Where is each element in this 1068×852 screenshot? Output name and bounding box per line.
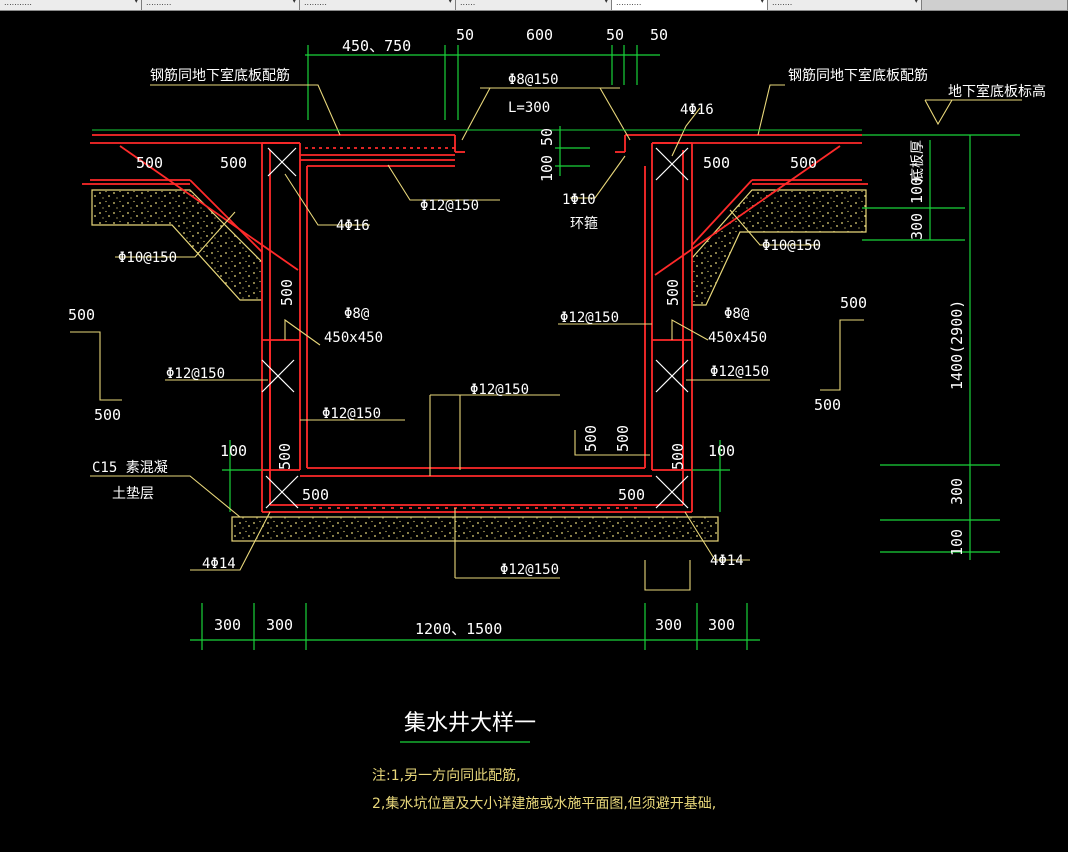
dim-right-300-b: 300 [908, 213, 926, 240]
dim-right-100-c: 100 [708, 442, 735, 460]
dim-450-750: 450、750 [342, 37, 411, 55]
chevron-down-icon[interactable]: ▾ [292, 0, 296, 5]
label-left-4phi16: 4Φ16 [336, 218, 370, 234]
label-phi12-150-a: Φ12@150 [420, 198, 479, 214]
chevron-down-icon[interactable]: ▾ [914, 0, 918, 5]
label-4phi14-right: 4Φ14 [710, 553, 744, 569]
drawing-tab-2[interactable]: .......... ▾ [142, 0, 300, 10]
tab-label: ...... [460, 0, 476, 7]
corner-cross-marks [261, 147, 689, 509]
dim-slot-100: 100 [538, 155, 556, 182]
leader-lines [70, 84, 1022, 591]
label-500-bottom-left: 500 [302, 486, 329, 504]
dim-right-100: 100 [948, 529, 966, 556]
note-line-1: 注:1,另一方向同此配筋, [372, 767, 521, 784]
label-500-right-wall-bottom: 500 [669, 443, 687, 470]
dim-bottom-300-a: 300 [214, 616, 241, 634]
label-500-bottom-right: 500 [618, 486, 645, 504]
drawing-tab-3[interactable]: ......... ▾ [300, 0, 456, 10]
label-phi10-ring: 1Φ10 [562, 192, 596, 208]
label-base-elevation: 地下室底板标高 [948, 83, 1046, 100]
label-slab-thickness: 底板厚 [910, 140, 926, 182]
chevron-down-icon[interactable]: ▾ [760, 0, 764, 5]
dim-right-1400: 1400(2900) [948, 300, 966, 390]
label-500-tr1: 500 [703, 154, 730, 172]
label-top-4phi16: 4Φ16 [680, 102, 714, 118]
chevron-down-icon[interactable]: ▾ [134, 0, 138, 5]
chevron-down-icon[interactable]: ▾ [604, 0, 608, 5]
tab-label: ........ [772, 0, 793, 7]
note-line-2: 2,集水坑位置及大小详建施或水施平面图,但须避开基础, [372, 795, 716, 812]
label-cushion-layer: 土垫层 [112, 486, 154, 502]
label-phi8-left: Φ8@ [344, 306, 370, 322]
chevron-down-icon[interactable]: ▾ [448, 0, 452, 5]
tab-label: ......... [304, 0, 327, 7]
label-ring-stirrup: 环箍 [570, 215, 598, 232]
label-500-tr2: 500 [790, 154, 817, 172]
tab-label: ........... [4, 0, 32, 7]
drawing-tab-6[interactable]: ........ ▾ [768, 0, 922, 10]
label-500-tl1: 500 [136, 154, 163, 172]
dim-right-300: 300 [948, 478, 966, 505]
label-500-inner2: 500 [614, 425, 632, 452]
drawing-tab-5-active[interactable]: .......... ▾ [612, 0, 768, 10]
label-4phi14-left: 4Φ14 [202, 556, 236, 572]
dim-slot-50: 50 [538, 128, 556, 146]
dim-50-c: 50 [650, 26, 668, 44]
dim-bottom-300-b: 300 [266, 616, 293, 634]
rebar-lines [82, 134, 868, 513]
label-section-500-left-top: 500 [68, 306, 95, 324]
tab-label: .......... [616, 0, 642, 7]
label-phi12-150-bottom: Φ12@150 [500, 562, 559, 578]
dim-50-a: 50 [456, 26, 474, 44]
label-section-500-left-bottom: 500 [94, 406, 121, 424]
dim-50-b: 50 [606, 26, 624, 44]
label-phi10-150-right: Φ10@150 [762, 238, 821, 254]
drawing-title: 集水井大样一 [404, 711, 536, 736]
label-phi12-150-inner: Φ12@150 [322, 406, 381, 422]
label-phi10-150-left: Φ10@150 [118, 250, 177, 266]
dim-bottom-1200: 1200、1500 [415, 620, 502, 638]
dim-right-100-b: 100 [908, 177, 926, 204]
label-500-left-wall-bottom: 500 [276, 443, 294, 470]
label-section-500-right-top: 500 [840, 294, 867, 312]
tab-bar-filler [922, 0, 1068, 10]
dim-bottom-300-d: 300 [708, 616, 735, 634]
label-phi12-150-left: Φ12@150 [166, 366, 225, 382]
dim-600: 600 [526, 26, 553, 44]
drawing-tab-bar: ........... ▾ .......... ▾ ......... ▾ ....… [0, 0, 1068, 11]
label-phi12-150-right: Φ12@150 [710, 364, 769, 380]
label-500-inner1: 500 [582, 425, 600, 452]
label-phi8-150: Φ8@150 [508, 72, 559, 88]
tab-label: .......... [146, 0, 172, 7]
drawing-tab-4[interactable]: ...... ▾ [456, 0, 612, 10]
drawing-tab-1[interactable]: ........... ▾ [0, 0, 142, 10]
dimension-lines [190, 45, 1020, 650]
label-rebar-left: 钢筋同地下室底板配筋 [150, 67, 290, 84]
label-500-tl2: 500 [220, 154, 247, 172]
dim-bottom-300-c: 300 [655, 616, 682, 634]
label-phi12-150-mid: Φ12@150 [560, 310, 619, 326]
cad-drawing-canvas[interactable]: 450、750 50 600 50 50 300 300 1200、1500 3… [0, 10, 1068, 852]
label-section-500-right-bottom: 500 [814, 396, 841, 414]
label-500-left-wall: 500 [278, 279, 296, 306]
label-phi8-right: Φ8@ [724, 306, 750, 322]
label-phi8-left-size: 450x450 [324, 330, 383, 346]
label-c15-concrete: C15 素混凝 [92, 460, 168, 476]
label-phi8-right-size: 450x450 [708, 330, 767, 346]
label-500-right-wall: 500 [664, 279, 682, 306]
label-phi12-150-center: Φ12@150 [470, 382, 529, 398]
label-l300: L=300 [508, 100, 550, 116]
dim-left-100: 100 [220, 442, 247, 460]
label-rebar-right: 钢筋同地下室底板配筋 [788, 67, 928, 84]
